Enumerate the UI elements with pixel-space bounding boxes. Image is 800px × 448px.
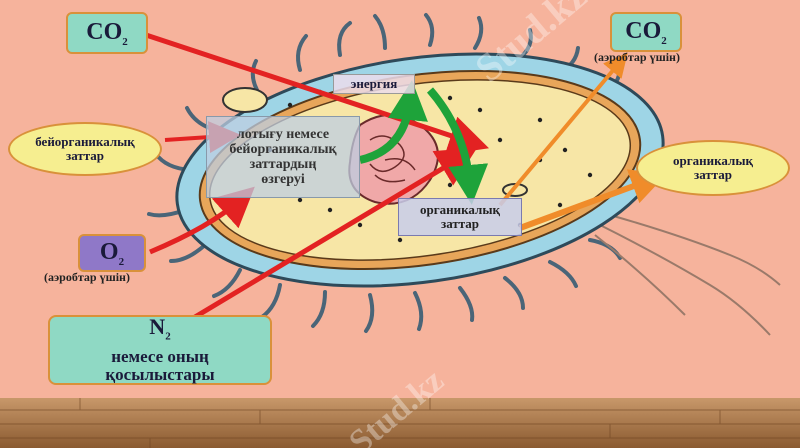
co2-left-sub: 2 — [122, 35, 128, 48]
n2-line2: қосылыстары — [105, 364, 215, 384]
n2-line1: немесе оның — [111, 346, 209, 366]
center-line3: заттардың — [249, 157, 317, 172]
inorganic-line1: бейорганикалық — [35, 134, 135, 149]
n2-sub: 2 — [165, 330, 171, 343]
wood-floor — [0, 398, 800, 448]
arrow-energy-green-left — [359, 80, 428, 164]
co2-left-base: CO — [86, 18, 123, 45]
organic-in-box: органикалық заттар — [398, 198, 522, 236]
organic-out-line2: заттар — [693, 167, 733, 182]
organic-out-line1: органикалық — [673, 153, 753, 168]
energy-box: энергия — [333, 74, 415, 94]
arrow-co2-out — [498, 52, 628, 207]
o2-note: (аэробтар үшін) — [44, 270, 130, 284]
energy-label: энергия — [350, 76, 398, 91]
center-process-box: лотығу немесе бейорганикалық заттардың ө… — [206, 116, 360, 198]
o2-box: O2 — [78, 234, 146, 272]
inorganic-box: бейорганикалық заттар — [8, 122, 162, 176]
center-line2: бейорганикалық — [229, 142, 337, 157]
organic-in-line2: заттар — [440, 216, 480, 231]
co2-right-base: CO — [625, 17, 662, 44]
arrow-co2-in — [142, 31, 489, 155]
floor-planks — [0, 398, 800, 448]
organic-in-line1: органикалық — [420, 202, 500, 217]
n2-base: N — [149, 314, 166, 340]
arrow-energy-green-right — [426, 87, 489, 205]
co2-right-sub: 2 — [661, 34, 667, 47]
arrow-n2-in — [188, 147, 478, 323]
organic-out-box: органикалық заттар — [636, 140, 790, 196]
co2-right-note: (аэробтар үшін) — [594, 50, 680, 64]
arrow-o2-in — [149, 186, 255, 255]
center-line1: лотығу немесе — [236, 127, 330, 142]
inorganic-line2: заттар — [65, 148, 105, 163]
center-line4: өзгеруі — [261, 172, 305, 187]
long-tail — [594, 214, 781, 336]
n2-box: N2 немесе оның қосылыстары — [48, 315, 272, 385]
nucleoid-loops — [369, 135, 416, 183]
o2-base: O — [99, 238, 119, 265]
co2-right-box: CO2 — [610, 12, 682, 52]
co2-left-box: CO2 — [66, 12, 148, 54]
arrow-organic-out — [518, 169, 667, 231]
o2-sub: 2 — [118, 255, 125, 268]
vacuole — [222, 87, 268, 113]
